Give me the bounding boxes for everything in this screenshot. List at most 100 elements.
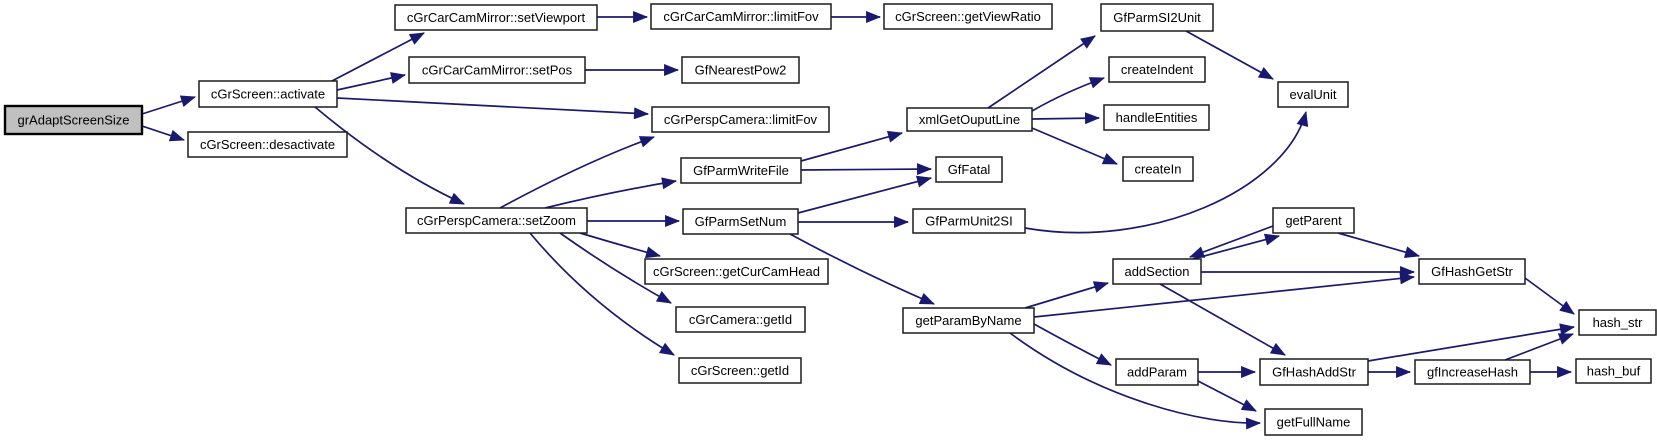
edge-getParamByName-to-getFullName [1009, 332, 1262, 430]
node-box-cGrScreen-getCurCamHead[interactable] [644, 258, 829, 285]
node-GfNearestPow2[interactable]: GfNearestPow2 [681, 56, 800, 84]
node-cGrCarCamMirror-setPos[interactable]: cGrCarCamMirror::setPos [408, 56, 586, 84]
node-box-cGrCarCamMirror-setPos[interactable] [408, 56, 586, 84]
node-box-gfIncreaseHash[interactable] [1414, 359, 1531, 385]
node-label-cGrScreen-getId: cGrScreen::getId [691, 363, 789, 378]
node-box-getParent[interactable] [1272, 207, 1355, 234]
edge-grAdaptScreenSize-to-cGrScreen-desactivate [141, 125, 185, 142]
nodes-layer: grAdaptScreenSizecGrScreen::activatecGrS… [3, 3, 1657, 436]
node-cGrScreen-desactivate[interactable]: cGrScreen::desactivate [187, 131, 348, 158]
node-evalUnit[interactable]: evalUnit [1277, 81, 1349, 108]
node-label-hash_buf: hash_buf [1587, 364, 1641, 379]
node-createIndent[interactable]: createIndent [1108, 56, 1206, 83]
node-label-evalUnit: evalUnit [1290, 87, 1337, 102]
node-box-cGrScreen-getId[interactable] [678, 357, 802, 384]
node-box-GfParmWriteFile[interactable] [680, 157, 802, 184]
edge-cGrScreen-activate-to-cGrPerspCamera-setZoom [314, 106, 465, 205]
node-label-cGrScreen-getCurCamHead: cGrScreen::getCurCamHead [653, 264, 820, 279]
node-getParent[interactable]: getParent [1272, 207, 1355, 234]
node-cGrPerspCamera-setZoom[interactable]: cGrPerspCamera::setZoom [405, 207, 588, 234]
edge-getParent-to-addSection [1189, 225, 1274, 258]
node-label-getParent: getParent [1285, 213, 1342, 228]
node-cGrScreen-activate[interactable]: cGrScreen::activate [198, 80, 338, 108]
node-addSection[interactable]: addSection [1112, 258, 1202, 285]
edge-xmlGetOuputLine-to-GfParmSI2Unit [987, 35, 1096, 109]
edge-GfHashAddStr-to-hash_str [1367, 323, 1576, 362]
node-box-cGrCarCamMirror-limitFov[interactable] [650, 3, 832, 30]
node-box-evalUnit[interactable] [1277, 81, 1349, 108]
node-box-handleEntities[interactable] [1103, 104, 1210, 131]
node-box-addParam[interactable] [1115, 358, 1199, 386]
node-box-grAdaptScreenSize[interactable] [3, 104, 144, 136]
node-cGrScreen-getCurCamHead[interactable]: cGrScreen::getCurCamHead [644, 258, 829, 285]
node-box-GfParmSI2Unit[interactable] [1100, 3, 1214, 32]
edge-addParam-to-getFullName [1197, 380, 1257, 412]
node-GfHashGetStr[interactable]: GfHashGetStr [1418, 258, 1526, 285]
node-box-getFullName[interactable] [1264, 408, 1363, 436]
node-GfParmSetNum[interactable]: GfParmSetNum [682, 208, 799, 235]
node-box-GfParmUnit2SI[interactable] [912, 208, 1026, 234]
node-box-cGrScreen-desactivate[interactable] [187, 131, 348, 158]
node-xmlGetOuputLine[interactable]: xmlGetOuputLine [906, 107, 1033, 132]
node-cGrScreen-getViewRatio[interactable]: cGrScreen::getViewRatio [883, 3, 1053, 30]
node-label-hash_str: hash_str [1593, 315, 1644, 330]
node-box-cGrScreen-activate[interactable] [198, 80, 338, 108]
node-label-cGrCarCamMirror-setViewport: cGrCarCamMirror::setViewport [407, 10, 586, 25]
node-label-createIn: createIn [1135, 162, 1182, 177]
edge-getParamByName-to-addParam [1033, 323, 1112, 366]
node-addParam[interactable]: addParam [1115, 358, 1199, 386]
node-hash_buf[interactable]: hash_buf [1575, 358, 1652, 384]
edge-cGrScreen-activate-to-cGrPerspCamera-limitFov [336, 97, 650, 120]
node-cGrCamera-getId[interactable]: cGrCamera::getId [675, 306, 806, 333]
node-cGrCarCamMirror-setViewport[interactable]: cGrCarCamMirror::setViewport [394, 4, 598, 31]
node-box-GfParmSetNum[interactable] [682, 208, 799, 235]
node-getParamByName[interactable]: getParamByName [902, 307, 1035, 334]
node-getFullName[interactable]: getFullName [1264, 408, 1363, 436]
node-box-getParamByName[interactable] [902, 307, 1035, 334]
node-label-xmlGetOuputLine: xmlGetOuputLine [919, 112, 1020, 127]
edge-cGrScreen-activate-to-cGrCarCamMirror-setViewport [329, 32, 425, 83]
node-box-xmlGetOuputLine[interactable] [906, 107, 1033, 132]
node-box-cGrScreen-getViewRatio[interactable] [883, 3, 1053, 30]
edge-xmlGetOuputLine-to-createIn [1031, 127, 1118, 165]
node-box-cGrCarCamMirror-setViewport[interactable] [394, 4, 598, 31]
node-label-getFullName: getFullName [1277, 415, 1351, 430]
node-gfIncreaseHash[interactable]: gfIncreaseHash [1414, 359, 1531, 385]
node-GfParmUnit2SI[interactable]: GfParmUnit2SI [912, 208, 1026, 234]
node-GfHashAddStr[interactable]: GfHashAddStr [1259, 358, 1369, 386]
node-label-cGrCarCamMirror-setPos: cGrCarCamMirror::setPos [422, 63, 573, 78]
node-box-GfFatal[interactable] [935, 156, 1003, 183]
node-box-GfHashGetStr[interactable] [1418, 258, 1526, 285]
node-label-GfParmSetNum: GfParmSetNum [695, 214, 787, 229]
node-grAdaptScreenSize[interactable]: grAdaptScreenSize [3, 104, 144, 136]
node-box-cGrPerspCamera-setZoom[interactable] [405, 207, 588, 234]
node-GfParmSI2Unit[interactable]: GfParmSI2Unit [1100, 3, 1214, 32]
node-cGrCarCamMirror-limitFov[interactable]: cGrCarCamMirror::limitFov [650, 3, 832, 30]
edge-GfParmSetNum-to-getParamByName [789, 233, 935, 305]
node-box-hash_buf[interactable] [1575, 358, 1652, 384]
node-label-GfNearestPow2: GfNearestPow2 [695, 63, 787, 78]
node-cGrPerspCamera-limitFov[interactable]: cGrPerspCamera::limitFov [651, 106, 830, 133]
node-handleEntities[interactable]: handleEntities [1103, 104, 1210, 131]
node-box-createIndent[interactable] [1108, 56, 1206, 83]
node-box-cGrCamera-getId[interactable] [675, 306, 806, 333]
node-GfParmWriteFile[interactable]: GfParmWriteFile [680, 157, 802, 184]
edge-xmlGetOuputLine-to-createIndent [1031, 77, 1105, 112]
node-box-hash_str[interactable] [1578, 309, 1657, 336]
node-createIn[interactable]: createIn [1122, 156, 1194, 182]
node-box-addSection[interactable] [1112, 258, 1202, 285]
node-box-GfNearestPow2[interactable] [681, 56, 800, 84]
node-box-GfHashAddStr[interactable] [1259, 358, 1369, 386]
node-cGrScreen-getId[interactable]: cGrScreen::getId [678, 357, 802, 384]
node-label-createIndent: createIndent [1121, 62, 1194, 77]
edge-cGrPerspCamera-setZoom-to-cGrScreen-getId [529, 232, 675, 356]
node-box-createIn[interactable] [1122, 156, 1194, 182]
edge-GfHashGetStr-to-hash_str [1524, 277, 1575, 315]
node-box-cGrPerspCamera-limitFov[interactable] [651, 106, 830, 133]
edge-cGrPerspCamera-setZoom-to-cGrPerspCamera-limitFov [499, 136, 655, 209]
node-GfFatal[interactable]: GfFatal [935, 156, 1003, 183]
node-label-GfHashGetStr: GfHashGetStr [1431, 264, 1513, 279]
edge-getParent-to-GfHashGetStr [1337, 232, 1421, 258]
node-hash_str[interactable]: hash_str [1578, 309, 1657, 336]
node-label-cGrPerspCamera-limitFov: cGrPerspCamera::limitFov [664, 112, 818, 127]
